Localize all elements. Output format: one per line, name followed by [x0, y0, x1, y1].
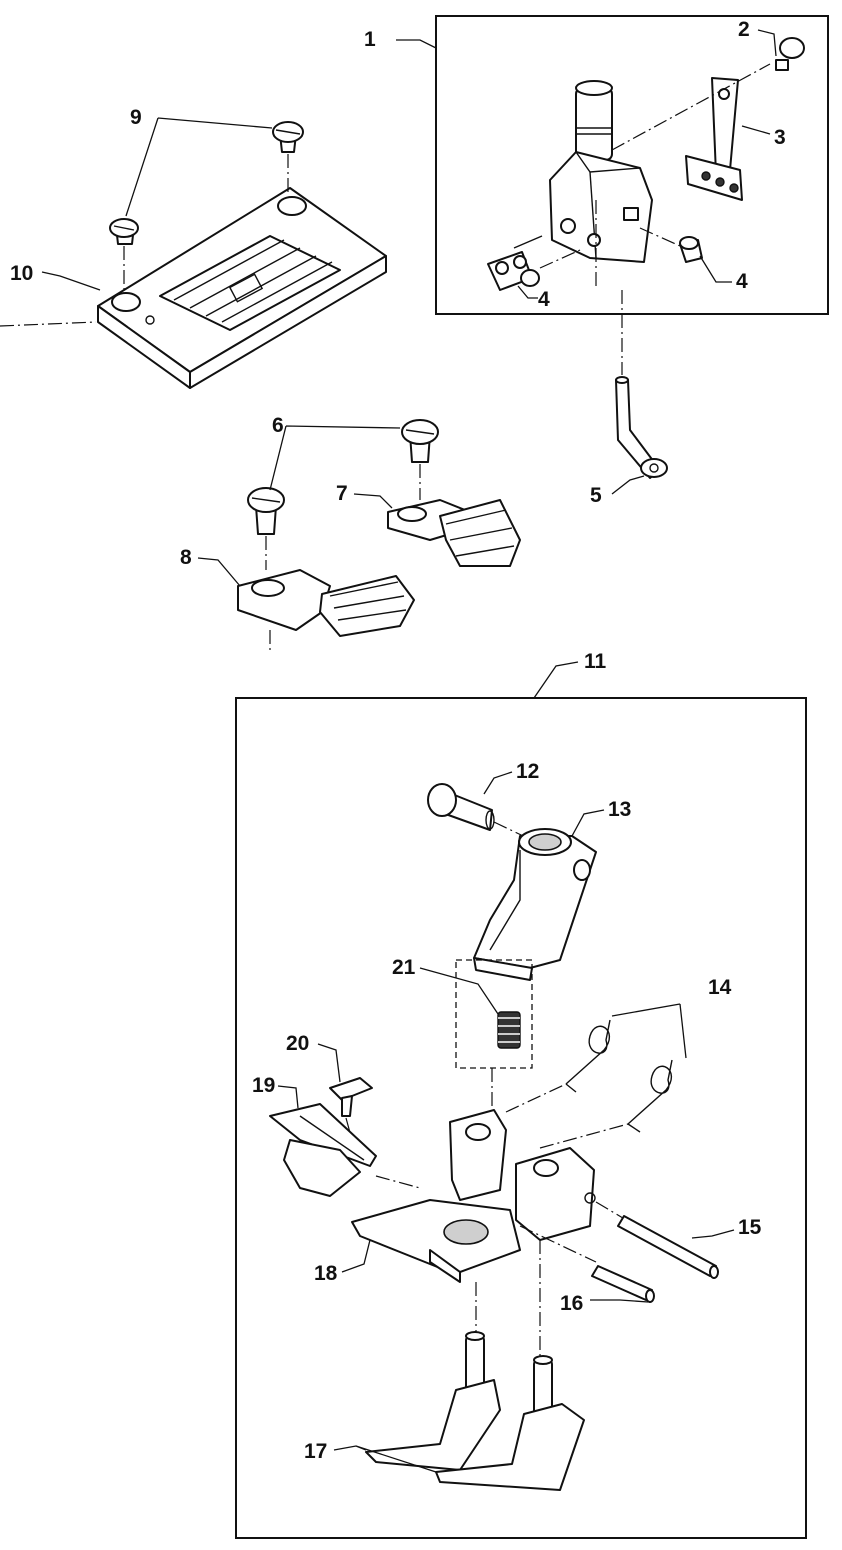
- screw-12: [427, 783, 495, 831]
- set-screw-4-right: [679, 236, 703, 263]
- leader-12: [483, 771, 513, 795]
- leader-21: [419, 967, 499, 1015]
- part-label-5: 5: [590, 484, 602, 507]
- screw-20: [329, 1077, 373, 1117]
- part-label-7: 7: [336, 482, 348, 505]
- part-label-6: 6: [272, 414, 284, 437]
- guide-plate-19: [269, 1103, 377, 1197]
- screw-6-right: [401, 419, 439, 463]
- part-label-8: 8: [180, 546, 192, 569]
- part-label-9: 9: [130, 106, 142, 129]
- spring-21: [497, 1011, 521, 1049]
- throat-plate-10: [97, 187, 387, 389]
- leader-15: [691, 1229, 735, 1239]
- part-label-16: 16: [560, 1292, 583, 1315]
- part-label-4a: 4: [538, 288, 550, 311]
- pin-15: [617, 1215, 719, 1279]
- leader-7: [353, 493, 393, 509]
- leader-16: [590, 1299, 649, 1303]
- part-label-19: 19: [252, 1074, 275, 1097]
- leader-11: [533, 661, 579, 699]
- screw-6-left: [247, 487, 285, 535]
- part-label-4b: 4: [736, 270, 748, 293]
- part-label-10: 10: [10, 262, 33, 285]
- screw-2: [775, 37, 805, 71]
- set-screw-4-left: [487, 235, 543, 291]
- feed-dog-8: [237, 569, 415, 637]
- leader-2: [757, 29, 777, 57]
- part-label-13: 13: [608, 798, 631, 821]
- part-label-21: 21: [392, 956, 416, 979]
- part-label-11: 11: [584, 650, 607, 673]
- leader-18: [341, 1239, 371, 1273]
- leader-4a: [517, 285, 538, 299]
- part-label-3: 3: [774, 126, 786, 149]
- pin-16: [591, 1265, 655, 1303]
- leader-5: [611, 475, 645, 495]
- assembly-1-frame: [435, 15, 829, 315]
- feet-17: [365, 1331, 585, 1491]
- needle-clamp-body: [549, 80, 653, 263]
- leader-13: [571, 809, 605, 837]
- leader-6: [269, 425, 401, 491]
- springs-14: [565, 1019, 673, 1133]
- part-label-20: 20: [286, 1032, 309, 1055]
- screw-9-right: [272, 121, 304, 153]
- leader-4b: [699, 255, 732, 283]
- leader-8: [197, 557, 241, 587]
- leader-19: [277, 1085, 299, 1109]
- presser-bar-holder-13: [473, 828, 597, 981]
- part-label-1: 1: [364, 28, 376, 51]
- part-label-17: 17: [304, 1440, 327, 1463]
- leader-17: [333, 1445, 437, 1473]
- part-label-15: 15: [738, 1216, 762, 1239]
- thread-guide-3: [685, 77, 743, 201]
- presser-foot-body-18: [351, 1109, 596, 1283]
- leader-20: [317, 1043, 341, 1083]
- part-label-14: 14: [708, 976, 732, 999]
- leader-9: [125, 117, 273, 217]
- leader-3: [741, 125, 771, 135]
- leader-14: [611, 1003, 687, 1059]
- leader-10: [41, 271, 101, 291]
- part-label-12: 12: [516, 760, 539, 783]
- part-label-2: 2: [738, 18, 750, 41]
- leader-1: [396, 39, 437, 49]
- spring-21-box: [455, 959, 533, 1069]
- part-label-18: 18: [314, 1262, 338, 1285]
- screw-9-left: [109, 218, 139, 245]
- needle-5: [615, 376, 668, 479]
- assembly-11-frame: [235, 697, 807, 1539]
- feed-dog-7: [387, 499, 521, 567]
